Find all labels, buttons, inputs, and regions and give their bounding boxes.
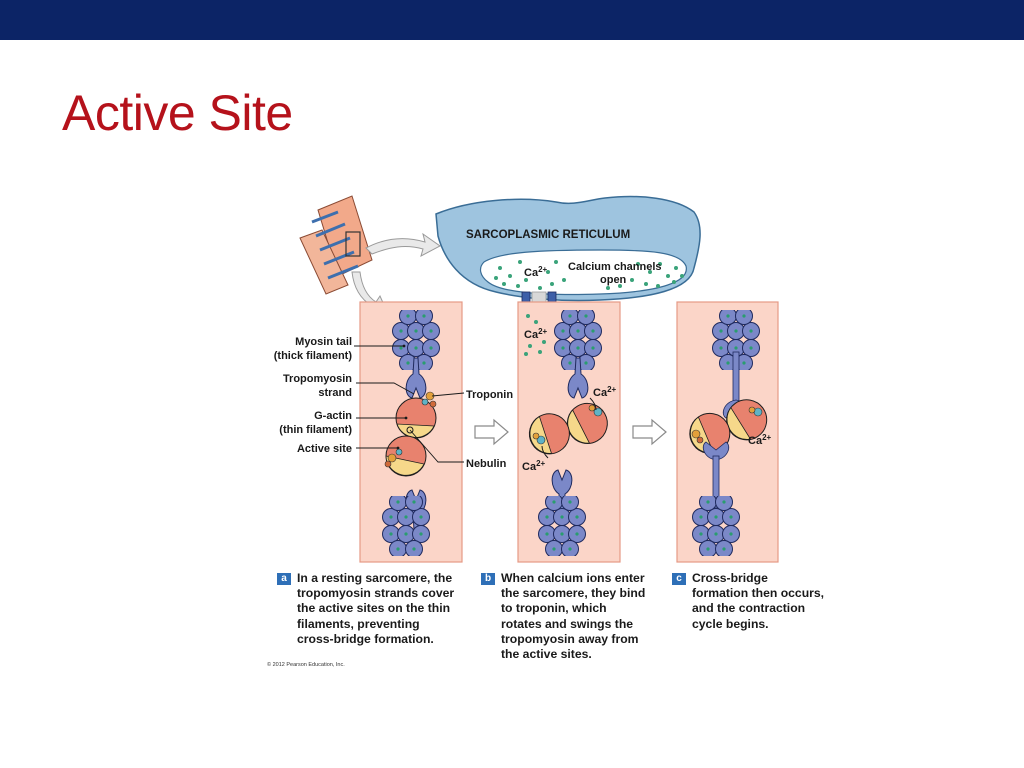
label-myosin-tail-1: Myosin tail [295,336,352,348]
header-bar [0,0,1024,40]
caption-c-badge: c [672,573,686,585]
arrow-a-to-b [474,418,509,446]
muscle-fiber-icon [299,195,373,295]
channels-label-line1: Calcium channels [568,261,662,273]
label-leaders [354,345,465,463]
caption-b-line: tropomyosin away from [501,631,639,646]
caption-b-line: rotates and swings the [501,616,634,631]
caption-a: In a resting sarcomere, the tropomyosin … [297,571,477,647]
channels-label-line2: open [600,274,627,286]
caption-b-line: the sarcomere, they bind [501,586,646,601]
caption-b-line: the active sites. [501,647,592,662]
caption-b: When calcium ions enter the sarcomere, t… [501,571,666,662]
label-troponin: Troponin [466,389,513,401]
ca-label-sr: Ca2+ [524,265,548,279]
ca-label-panel-b-top: Ca2+ [524,327,548,341]
caption-a-line: tropomyosin strands cover [297,586,455,601]
caption-b-line: When calcium ions enter [501,571,645,585]
caption-a-line: the active sites on the thin [297,601,451,616]
label-myosin-tail-2: (thick filament) [274,350,353,362]
arrow-b-to-c [632,418,667,446]
arrow-to-sr [365,232,441,257]
copyright-notice: © 2012 Pearson Education, Inc. [267,662,345,668]
slide-title: Active Site [62,85,293,141]
caption-a-line: cross-bridge formation. [297,631,434,646]
panel-a-contents [382,310,440,556]
caption-c: Cross-bridge formation then occurs, and … [692,571,852,632]
caption-a-line: In a resting sarcomere, the [297,571,453,585]
caption-c-line: cycle begins. [692,616,769,631]
sarcoplasmic-reticulum: SARCOPLASMIC RETICULUM Ca2+ Calcium chan… [435,195,701,303]
label-nebulin: Nebulin [466,458,507,470]
label-gactin-2: (thin filament) [279,424,352,436]
caption-c-line: formation then occurs, [692,586,825,601]
caption-b-line: to troponin, which [501,601,607,616]
label-gactin-1: G-actin [314,410,352,422]
label-tropomyosin-1: Tropomyosin [283,373,352,385]
caption-a-badge: a [277,573,291,585]
sr-label: SARCOPLASMIC RETICULUM [466,229,630,241]
panel-c-contents: Ca2+ [681,310,776,556]
label-active-site: Active site [297,443,352,455]
caption-a-line: filaments, preventing [297,616,420,631]
structure-labels: Myosin tail (thick filament) Tropomyosin… [274,336,514,470]
caption-c-line: Cross-bridge [692,571,768,585]
caption-b-badge: b [481,573,495,585]
label-tropomyosin-2: strand [318,387,352,399]
ca-label-panel-b-left: Ca2+ [522,459,546,473]
caption-c-line: and the contraction [692,601,806,616]
ca-label-panel-b-right: Ca2+ [593,385,617,399]
panel-b-contents: Ca2+ Ca2+ Ca2+ [521,310,617,556]
ca-label-panel-c: Ca2+ [748,433,772,447]
